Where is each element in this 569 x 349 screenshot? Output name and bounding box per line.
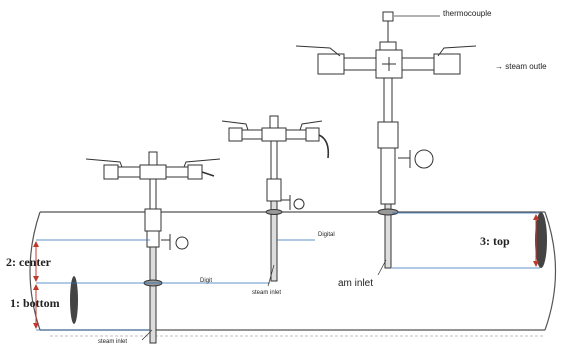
pipe-right-end-outer [544,211,557,331]
probe-left [85,151,221,344]
steam-outlet-label: → steam outle [495,62,547,71]
thermocouple-icon [382,11,394,22]
probe-middle [221,115,330,282]
top-position-label: 3: top [480,234,510,248]
center-position-label: 2: center [6,255,51,269]
probe-right [295,11,477,269]
pipe-left-end-shade [70,276,78,324]
steam-inlet-mid-label: steam inlet [252,290,282,296]
pipe [29,211,557,337]
pipe-right-end-shade [535,212,547,268]
bottom-position-label: 1: bottom [10,296,60,310]
level-lines [36,212,540,331]
steam-inlet-right-label: am inlet [338,278,374,289]
pipe-left-end [29,211,41,331]
valve-body [139,164,167,180]
pressure-gauge-icon [175,236,189,250]
steam-inlet-left-label: steam inlet [98,339,128,345]
pressure-gauge-icon-right [414,149,434,169]
measure-arrows [33,214,539,329]
digital-label: Digital [318,232,335,238]
thermocouple-label: thermocouple [443,9,492,18]
digit-label: Digit [200,278,213,284]
